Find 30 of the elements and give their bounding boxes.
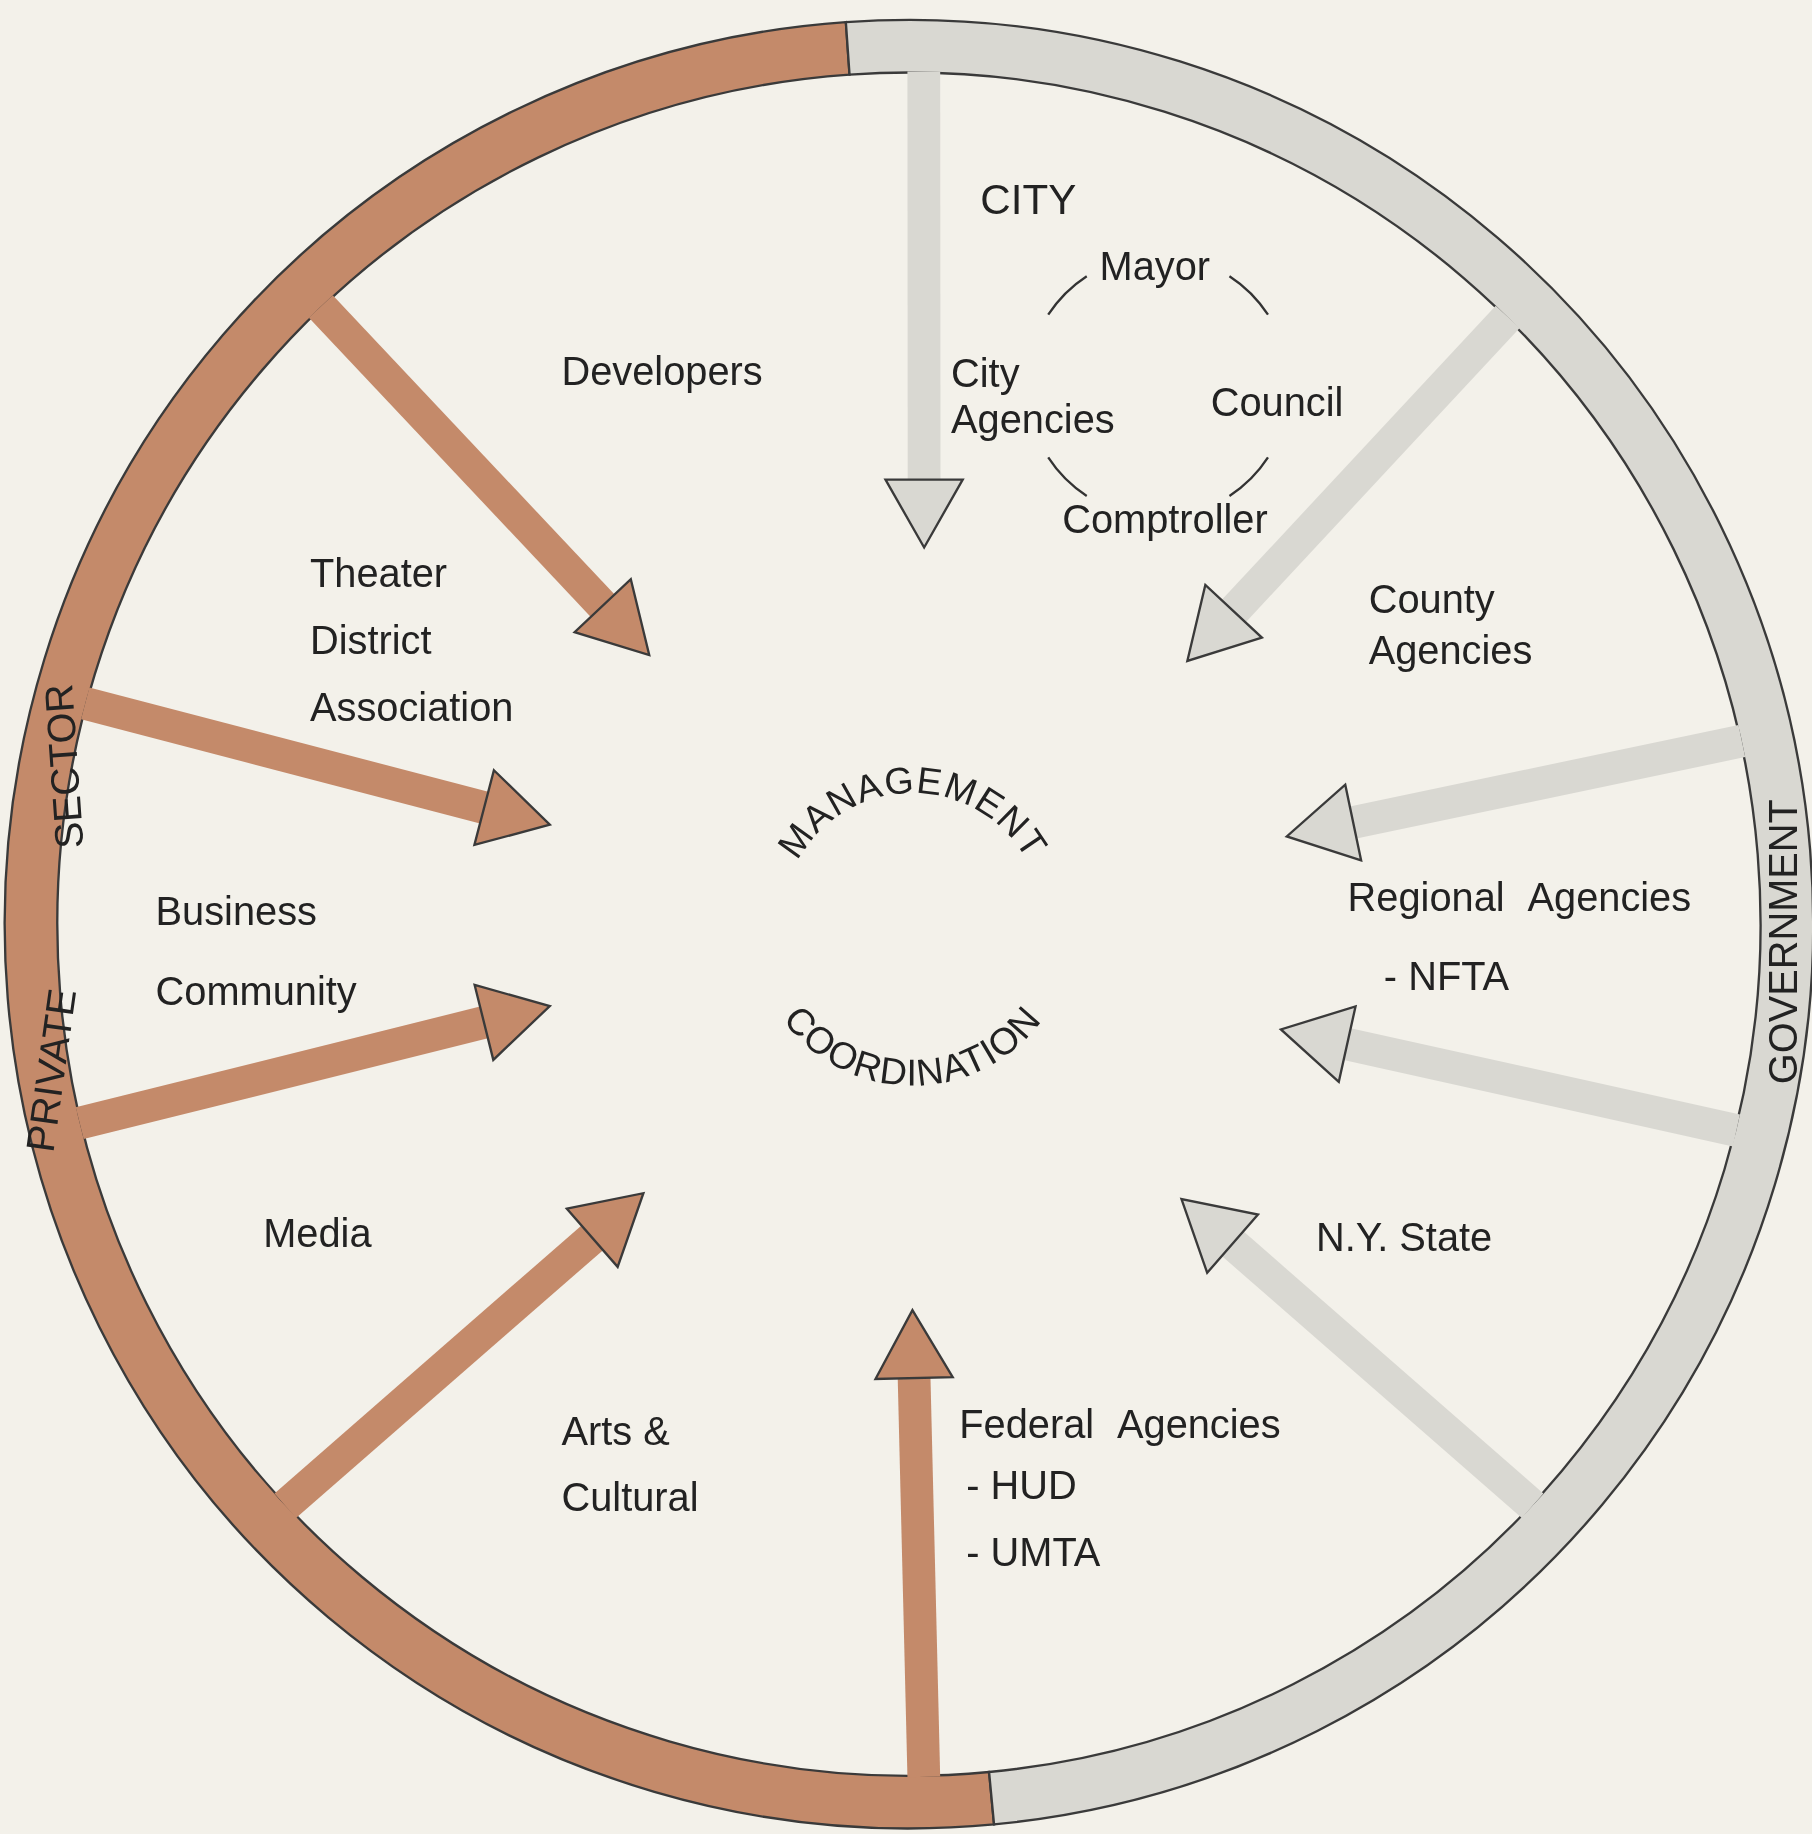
arrow	[874, 1309, 954, 1778]
arrow	[81, 687, 551, 847]
sector-label: Developers	[561, 348, 763, 395]
sector-label: Council	[1210, 380, 1344, 426]
arrow	[75, 983, 551, 1140]
sector-label: CITY	[980, 175, 1077, 224]
sector-label: - UMTA	[966, 1530, 1101, 1576]
sector-title: PRIVATE	[17, 985, 86, 1155]
sector-title: GOVERNMENT	[1761, 799, 1807, 1085]
arrow	[1186, 305, 1520, 663]
sector-label: - NFTA	[1383, 953, 1510, 1000]
sector-label: Regional Agencies	[1347, 875, 1692, 921]
arrow	[1180, 1197, 1544, 1519]
sector-label: Comptroller	[1062, 497, 1268, 543]
sector-label: Theater District Association	[310, 550, 514, 731]
sector-title: SECTOR	[35, 682, 93, 851]
arrow	[308, 295, 651, 657]
sector-label: City Agencies	[951, 350, 1115, 443]
sector-label: - HUD	[966, 1462, 1077, 1508]
sector-label: Federal Agencies	[959, 1401, 1281, 1448]
sector-label: Media	[263, 1210, 372, 1257]
arrow	[884, 71, 964, 549]
sector-label: Arts & Cultural	[561, 1407, 699, 1522]
arrow	[274, 1192, 645, 1519]
arrow	[1285, 725, 1746, 862]
sector-label: Mayor	[1099, 243, 1211, 290]
sector-label: County Agencies	[1368, 575, 1533, 675]
sector-label: Business Community	[155, 888, 357, 1016]
arrow	[1279, 1005, 1740, 1147]
sector-label: N.Y. State	[1316, 1214, 1493, 1260]
